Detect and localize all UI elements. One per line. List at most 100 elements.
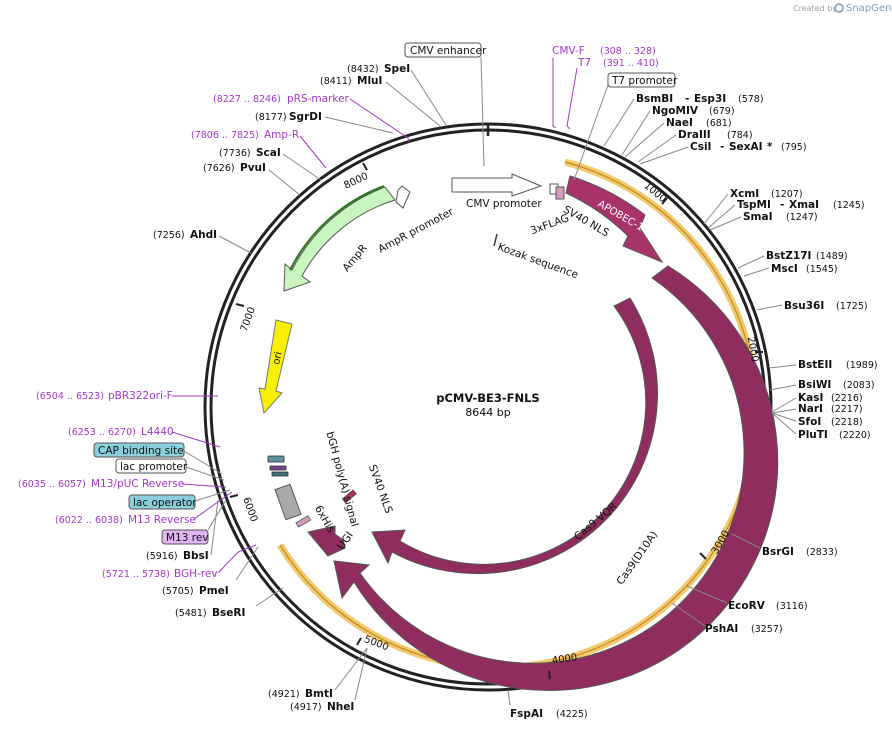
site-mlui-leader	[385, 81, 441, 127]
primer-pbr: (6504 .. 6523) pBR322ori-F	[36, 390, 218, 402]
site-draiii-leader	[637, 134, 677, 163]
site-bstz17i-pos: (1489)	[816, 251, 848, 262]
site-spei: (8432) SpeI	[347, 63, 447, 126]
site-scai-name: ScaI	[256, 147, 281, 159]
site-ecorv-pos: (3116)	[776, 601, 808, 612]
site-csii-name: CsiI	[690, 141, 711, 153]
site-nhei-pos: (4917)	[290, 702, 322, 713]
primer-ampr-name: Amp-R	[264, 129, 299, 141]
site-fspai-name: FspAI	[510, 708, 543, 720]
primer-t7-name: T7	[577, 57, 591, 69]
tick-4000	[548, 670, 551, 680]
site-draiii-pos: (784)	[727, 130, 753, 141]
t7-promoter-box: T7 promoter	[573, 72, 678, 181]
plasmid-title: pCMV-BE3-FNLS	[436, 391, 539, 405]
site-sgrdi-leader	[324, 116, 394, 134]
primer-t7-leader	[566, 67, 578, 130]
site-bsteii-leader	[768, 364, 797, 369]
site-ngomiv-leader	[621, 110, 651, 156]
site-bseri-pos: (5481)	[175, 608, 207, 619]
site-sexai-name: SexAI	[729, 141, 763, 153]
site-kasi: KasI (2216)	[771, 392, 863, 413]
primer-pbr-pos: (6504 .. 6523)	[36, 391, 104, 402]
site-naei-leader	[624, 122, 665, 158]
site-xmai-name: XmaI	[789, 199, 819, 211]
site-csii-sep: -	[720, 141, 724, 153]
site-sfoi-leader	[771, 412, 797, 422]
site-pmei-leader	[235, 546, 259, 581]
site-kasi-pos: (2216)	[831, 393, 863, 404]
ampr-promoter-arrow	[395, 185, 411, 209]
site-bsteii-name: BstEII	[798, 359, 832, 371]
site-bseri-name: BseRI	[212, 607, 245, 619]
site-bsrgi-leader	[731, 533, 761, 549]
ori-arrow	[258, 319, 293, 415]
tick-label-4000: 4000	[551, 652, 578, 666]
site-tspmi: TspMI - XmaI (1245)	[707, 199, 865, 229]
primer-m13rev: (6022 .. 6038) M13 Reverse	[55, 491, 233, 526]
site-spei-pos: (8432)	[347, 64, 379, 75]
site-smai-pos: (1247)	[786, 212, 818, 223]
cmv-enhancer-leader	[480, 56, 485, 167]
site-bsrgi: BsrGI (2833)	[731, 533, 838, 558]
site-kasi-name: KasI	[798, 392, 823, 404]
site-bstz17i: BstZ17I (1489)	[737, 250, 848, 269]
lac-promoter-leader	[185, 466, 225, 481]
primer-bghrev-name: BGH-rev	[174, 568, 218, 580]
lac-operator-leader	[194, 489, 231, 502]
site-sgrdi: (8177) SgrDI	[255, 111, 394, 134]
lac-operator-box: lac operator	[128, 489, 231, 510]
kozak-marker	[493, 233, 498, 247]
site-spei-leader	[410, 69, 447, 126]
snapgene-logo: SnapGene	[834, 3, 892, 14]
created-by-label: Created by	[793, 4, 837, 13]
site-msci-pos: (1545)	[806, 264, 838, 275]
primer-l4440: (6253 .. 6270) L4440	[68, 426, 221, 448]
site-tspmi-pos: (1245)	[833, 200, 865, 211]
ugi-arrow	[307, 525, 346, 557]
site-pvui: (7626) PvuI	[203, 162, 301, 196]
site-bmti-leader	[334, 647, 368, 691]
site-sgrdi-pos: (8177)	[255, 112, 287, 123]
site-bsu36i-pos: (1725)	[836, 301, 868, 312]
lac-operator-label: lac operator	[133, 497, 197, 509]
site-plutI: PluTI (2220)	[771, 412, 871, 441]
site-bsu36i-leader	[756, 304, 783, 311]
site-sfoi: SfoI (2218)	[771, 412, 863, 428]
primer-prs-leader	[349, 98, 410, 143]
cas9-vqr-label: Cas9 VQR	[572, 500, 620, 543]
site-bsiwi-pos: (2083)	[843, 380, 875, 391]
site-naei-pos: (681)	[706, 118, 732, 129]
site-ahdi-name: AhdI	[190, 229, 217, 241]
tick-label-7000: 7000	[239, 306, 258, 334]
ampr-label: AmpR	[340, 242, 369, 274]
site-scai-pos: (7736)	[219, 148, 251, 159]
ori-label: ori	[271, 351, 284, 366]
site-draiii: DraIII (784)	[637, 129, 753, 163]
primer-ampr-pos: (7806 .. 7825)	[191, 130, 259, 141]
site-pshai: PshAI (3257)	[671, 602, 783, 635]
m13rev-box: M13 rev	[161, 499, 227, 545]
primer-cmvf-pos: (308 .. 328)	[600, 46, 656, 57]
site-kasi-leader	[771, 397, 797, 413]
site-plutI-leader	[771, 412, 797, 435]
cmv-promoter-label: CMV promoter	[466, 198, 542, 210]
snapgene-logo-icon	[834, 3, 844, 13]
tick-3000	[699, 552, 707, 560]
lac-feature-block	[267, 455, 285, 463]
cmv-enhancer-label: CMV enhancer	[410, 45, 487, 57]
site-mlui: (8411) MluI	[320, 75, 441, 127]
lac-promoter-box: lac promoter	[115, 458, 225, 481]
site-pshai-leader	[671, 602, 706, 627]
site-plutI-name: PluTI	[798, 429, 828, 441]
site-bsrgi-pos: (2833)	[806, 547, 838, 558]
primer-bghrev-pos: (5721 .. 5738)	[102, 569, 170, 580]
site-fspai: FspAI (4225)	[507, 689, 588, 720]
site-spei-name: SpeI	[384, 63, 410, 75]
site-xcmi-pos: (1207)	[771, 189, 803, 200]
highlight-band-core	[279, 161, 757, 668]
site-pvui-leader	[268, 169, 301, 196]
cmv-enhancer-box: CMV enhancer	[404, 42, 487, 167]
site-pmei-pos: (5705)	[162, 586, 194, 597]
